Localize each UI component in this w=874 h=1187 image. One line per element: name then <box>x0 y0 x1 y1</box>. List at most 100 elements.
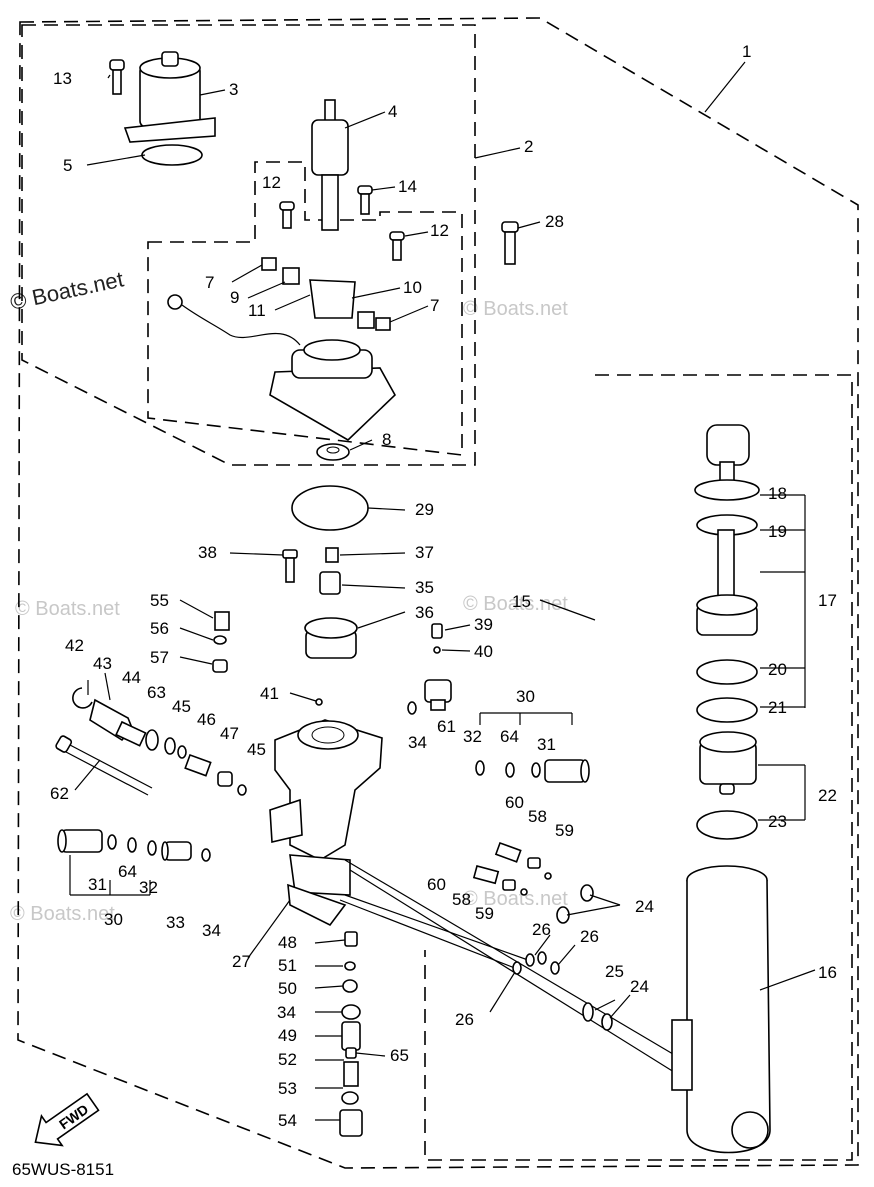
callout-18: 18 <box>768 484 787 503</box>
ball-59-lower <box>520 888 528 896</box>
fitting-30-left <box>57 829 103 853</box>
callout-52: 52 <box>278 1050 297 1069</box>
ball-59-upper <box>544 872 552 880</box>
callout-22: 22 <box>818 786 837 805</box>
callout-43: 43 <box>93 654 112 673</box>
brush-9 <box>282 267 300 285</box>
callout-60-lower: 60 <box>427 875 446 894</box>
o-ring-32-left <box>147 840 157 856</box>
o-ring-5 <box>141 144 203 166</box>
callout-25: 25 <box>605 962 624 981</box>
callout-7-left: 7 <box>205 273 214 292</box>
ball-40 <box>433 646 441 654</box>
callout-9: 9 <box>230 288 239 307</box>
callout-59-lower: 59 <box>475 904 494 923</box>
callout-64-right: 64 <box>500 727 519 746</box>
spring-7-right <box>375 317 391 331</box>
callout-12-right: 12 <box>430 221 449 240</box>
callout-labels: 1 2 3 4 5 7 7 8 9 10 11 12 12 13 14 15 1… <box>50 42 837 1130</box>
callout-14: 14 <box>398 177 417 196</box>
piston-47 <box>217 771 233 787</box>
o-ring-45 <box>237 784 247 796</box>
callout-17: 17 <box>818 591 837 610</box>
spring-7-left <box>261 257 277 271</box>
valve-stack <box>339 931 363 1137</box>
watermark: © Boats.net <box>8 266 126 314</box>
watermark: © Boats.net <box>10 903 115 925</box>
fitting-33 <box>161 841 192 861</box>
callout-51: 51 <box>278 956 297 975</box>
callout-38: 38 <box>198 543 217 562</box>
callout-40: 40 <box>474 642 493 661</box>
callout-65: 65 <box>390 1046 409 1065</box>
o-ring-34-upper <box>407 701 417 715</box>
watermark: © Boats.net <box>463 298 568 320</box>
seat-58-lower <box>502 879 516 891</box>
screw-13 <box>109 59 125 95</box>
screw-12-right <box>389 231 405 261</box>
fwd-arrow-icon: FWD <box>34 1092 100 1147</box>
callout-57: 57 <box>150 648 169 667</box>
callout-55: 55 <box>150 591 169 610</box>
callout-10: 10 <box>403 278 422 297</box>
callout-26-c: 26 <box>455 1010 474 1029</box>
spring-37 <box>325 547 339 563</box>
o-ring-26-a <box>512 961 522 975</box>
callout-34-left: 34 <box>202 921 221 940</box>
watermark: © Boats.net <box>463 888 568 910</box>
callout-11: 11 <box>248 301 266 320</box>
spring-60-upper <box>494 841 522 863</box>
o-ring-21 <box>696 697 758 723</box>
callout-39: 39 <box>474 615 493 634</box>
fitting-30-right <box>544 759 590 783</box>
callout-59-upper: 59 <box>555 821 574 840</box>
o-ring-23 <box>696 810 758 840</box>
callout-15: 15 <box>512 592 531 611</box>
callout-58-upper: 58 <box>528 807 547 826</box>
callout-28: 28 <box>545 212 564 231</box>
seat-58-upper <box>527 857 541 869</box>
callout-3: 3 <box>229 80 238 99</box>
callout-54: 54 <box>278 1111 297 1130</box>
motor-base-outline <box>147 161 463 456</box>
o-ring-24-c <box>601 1013 613 1031</box>
callout-30-left: 30 <box>104 910 123 929</box>
callout-20: 20 <box>768 660 787 679</box>
brush-7-right <box>357 311 375 329</box>
motor-base <box>269 339 396 441</box>
armature-4 <box>311 99 349 231</box>
callout-31-right: 31 <box>537 735 556 754</box>
o-ring-26-d <box>550 961 560 975</box>
callout-34-lower: 34 <box>277 1003 296 1022</box>
washer-56 <box>213 635 227 645</box>
o-ring-64-right <box>505 762 515 778</box>
wire-lead <box>167 294 301 346</box>
cylinder-16 <box>671 865 771 1154</box>
o-ring-26-c <box>537 951 547 965</box>
spring-46 <box>184 753 212 777</box>
callout-24-upper: 24 <box>635 897 654 916</box>
tilt-cylinder-outline <box>424 374 853 1161</box>
valve-57 <box>212 659 228 673</box>
callout-12-left: 12 <box>262 173 281 192</box>
screw-12-left <box>279 201 295 229</box>
leader-lines <box>69 61 816 1121</box>
gear-pump-36 <box>304 617 358 659</box>
callout-42: 42 <box>65 636 84 655</box>
o-ring-31-left <box>107 834 117 850</box>
callout-4: 4 <box>388 102 397 121</box>
callout-34-upper: 34 <box>408 733 427 752</box>
cap-22 <box>699 731 757 795</box>
callout-16: 16 <box>818 963 837 982</box>
motor-3 <box>123 51 216 143</box>
bolt-28 <box>501 221 519 265</box>
callout-23: 23 <box>768 812 787 831</box>
callout-44: 44 <box>122 668 141 687</box>
callout-32-right: 32 <box>463 727 482 746</box>
callout-50: 50 <box>278 979 297 998</box>
callout-26-b: 26 <box>580 927 599 946</box>
sleeve-35 <box>319 571 341 595</box>
callout-24-lower: 24 <box>630 977 649 996</box>
pipe-lines <box>339 859 701 1083</box>
